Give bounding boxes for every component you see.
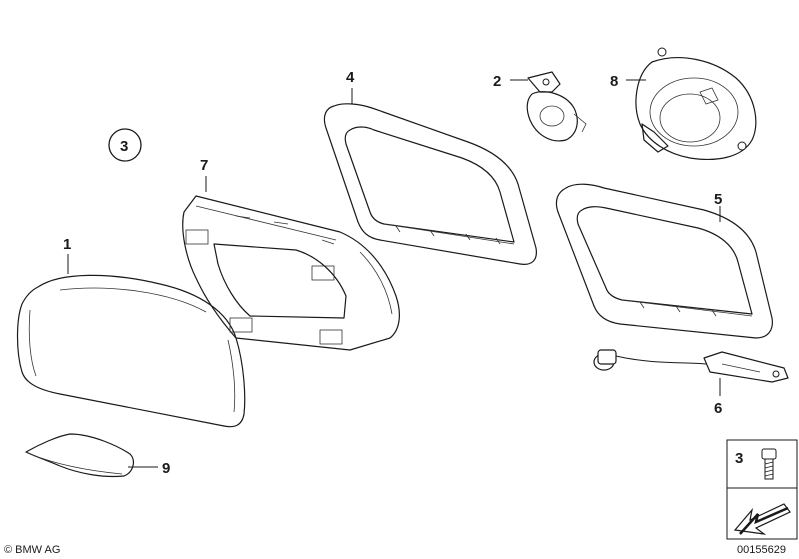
- callout-2[interactable]: 2: [493, 73, 501, 90]
- part-1-mirror-cap[interactable]: [16, 274, 246, 428]
- callout-8[interactable]: 8: [610, 73, 618, 90]
- part-8-mirror-motor[interactable]: [635, 47, 757, 161]
- callout-3: 3: [120, 138, 128, 155]
- arrow-icon: [733, 503, 791, 535]
- part-2-bracket[interactable]: [526, 71, 587, 142]
- callout-7[interactable]: 7: [200, 157, 208, 174]
- callout-5[interactable]: 5: [714, 191, 722, 208]
- part-9-mirror-film[interactable]: [25, 433, 134, 478]
- callout-1[interactable]: 1: [63, 236, 71, 253]
- legend-box-screw: 3: [726, 439, 798, 540]
- copyright-text: © BMW AG: [4, 544, 60, 556]
- callout-3-circle[interactable]: 3: [108, 128, 142, 162]
- part-4-mirror-frame[interactable]: [323, 103, 537, 265]
- drawing-number: 00155629: [737, 544, 786, 556]
- callout-6[interactable]: 6: [714, 400, 722, 417]
- legend-callout-3[interactable]: 3: [735, 450, 743, 467]
- callout-4[interactable]: 4: [346, 69, 355, 86]
- part-7-housing-frame[interactable]: [182, 195, 400, 351]
- callout-9[interactable]: 9: [162, 460, 170, 477]
- part-5-trim-ring[interactable]: [555, 183, 773, 339]
- part-6-sensor-cable[interactable]: [593, 349, 789, 383]
- screw-icon: [761, 448, 777, 480]
